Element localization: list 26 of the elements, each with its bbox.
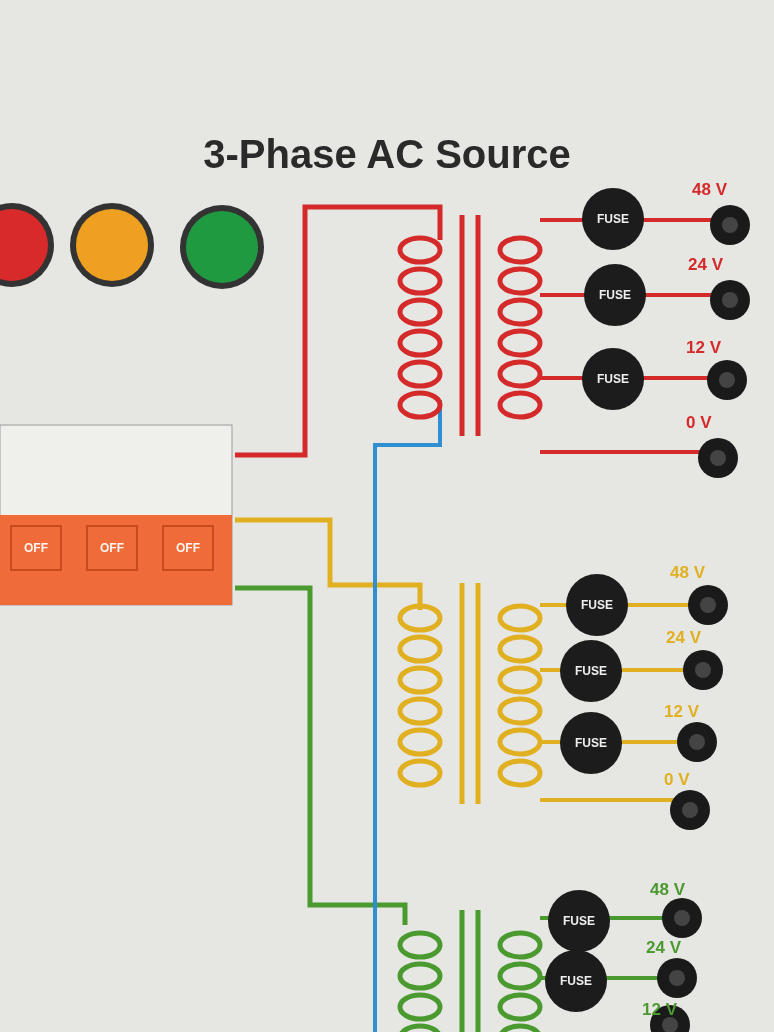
- voltage-label: 12 V: [686, 338, 721, 358]
- voltage-label: 12 V: [642, 1000, 677, 1020]
- voltage-label: 24 V: [666, 628, 701, 648]
- breaker-switch: [162, 525, 214, 571]
- breaker-switch: [10, 525, 62, 571]
- switch-marking: OFF: [24, 541, 48, 555]
- switch-marking: OFF: [100, 541, 124, 555]
- fuse-marking: FUSE: [597, 212, 629, 226]
- fuse-marking: FUSE: [597, 372, 629, 386]
- fuse-marking: FUSE: [575, 736, 607, 750]
- fuse-marking: FUSE: [581, 598, 613, 612]
- voltage-label: 48 V: [650, 880, 685, 900]
- fuse-marking: FUSE: [563, 914, 595, 928]
- voltage-label: 0 V: [686, 413, 712, 433]
- breaker-switch: [86, 525, 138, 571]
- voltage-label: 12 V: [664, 702, 699, 722]
- voltage-label: 0 V: [664, 770, 690, 790]
- fuse-marking: FUSE: [560, 974, 592, 988]
- voltage-label: 24 V: [646, 938, 681, 958]
- voltage-label: 24 V: [688, 255, 723, 275]
- fuse-marking: FUSE: [575, 664, 607, 678]
- voltage-label: 48 V: [692, 180, 727, 200]
- fuse-marking: FUSE: [599, 288, 631, 302]
- panel-title: 3-Phase AC Source: [202, 132, 572, 177]
- voltage-label: 48 V: [670, 563, 705, 583]
- switch-marking: OFF: [176, 541, 200, 555]
